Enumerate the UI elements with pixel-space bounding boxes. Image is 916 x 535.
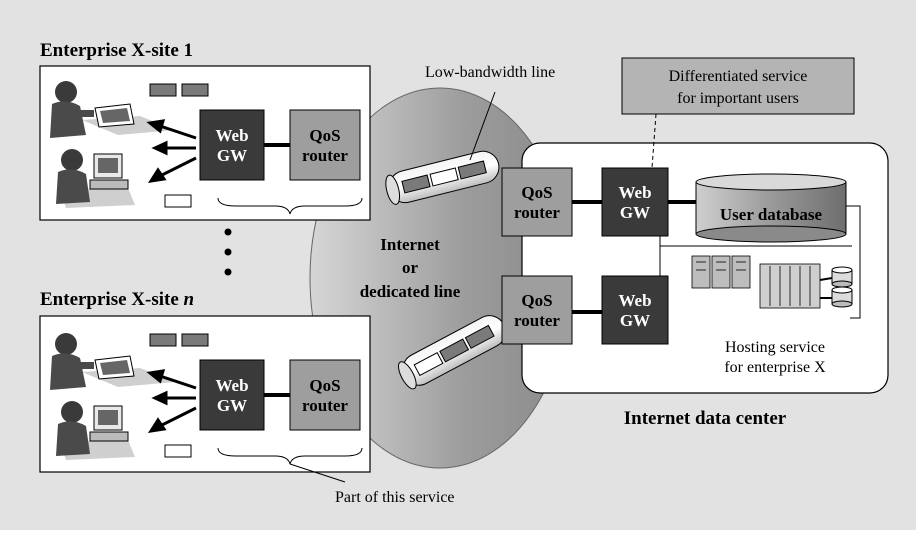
packet-box [181,83,209,97]
packet-box [181,333,209,347]
user-database-label: User database [720,205,823,224]
person-at-laptop-icon [50,81,175,138]
server-rack-icon [691,255,751,289]
dc-qos-router-bottom [501,275,573,345]
qos-router-label: QoS [309,376,340,395]
site-bottom-title: Enterprise X-site n [40,289,194,310]
web-gw-label: Web [618,291,651,310]
callout-line-1: Differentiated service [669,68,808,85]
qos-router-label: router [514,311,560,330]
web-gw-label: GW [217,396,247,415]
callout-box [621,57,855,115]
web-gw-label: Web [215,376,248,395]
person-at-desktop-icon [56,401,135,460]
qos-router-label: QoS [309,126,340,145]
part-of-service-label: Part of this service [335,489,455,506]
cloud-label: Internet or dedicated line [360,235,461,301]
web-gw-box [199,109,265,181]
packet-box [149,83,177,97]
qos-router-label: router [302,146,348,165]
person-at-desktop-icon [56,149,135,208]
site-top-title-main: Enterprise X-site [40,40,184,61]
cloud-line-3: dedicated line [360,282,461,301]
site-bottom-title-suffix: n [184,289,195,310]
qos-router-box [289,109,361,181]
service-bracket [217,197,363,215]
web-gw-label: Web [215,126,248,145]
qos-router-label: QoS [521,291,552,310]
arrow [146,119,197,183]
callout-leader [651,113,657,169]
disk-drive-icon [831,266,853,288]
packet-box [164,194,192,208]
ellipsis-dots [224,228,232,276]
pipe-icon [385,150,500,205]
packet-box [149,333,177,347]
data-center-title: Internet data center [624,408,787,429]
leader-line [469,91,496,161]
qos-router-label: QoS [521,183,552,202]
site-top-title: Enterprise X-site 1 [40,40,193,61]
web-gw-box [199,359,265,431]
web-gw-label: GW [620,203,650,222]
hosting-line-1: Hosting service [725,339,825,356]
web-gw-label: Web [618,183,651,202]
link [819,277,833,281]
pipe-icon [398,315,506,390]
qos-router-label: router [302,396,348,415]
web-gw-label: GW [620,311,650,330]
cloud-line-2: or [402,258,419,277]
callout-line-2: for important users [677,90,799,107]
hosting-line-2: for enterprise X [724,359,826,376]
dc-web-gw-bottom [601,275,669,345]
connector-line [845,205,861,319]
low-bandwidth-label: Low-bandwidth line [425,64,555,81]
leader-line [289,463,346,483]
cloud-line-1: Internet [380,235,440,254]
dc-qos-router-top [501,167,573,237]
site-top-title-suffix: 1 [184,40,194,61]
server-rack-icon [759,263,821,309]
packet-box [164,444,192,458]
dc-web-gw-top [601,167,669,237]
disk-drive-icon [831,286,853,308]
qos-router-box [289,359,361,431]
arrow [146,369,197,433]
web-gw-label: GW [217,146,247,165]
site-bottom-title-main: Enterprise X-site [40,289,184,310]
qos-router-label: router [514,203,560,222]
user-database-icon [695,173,847,243]
